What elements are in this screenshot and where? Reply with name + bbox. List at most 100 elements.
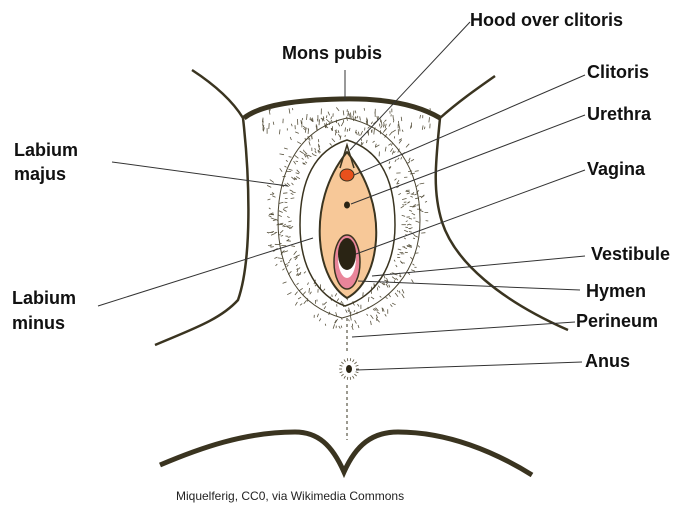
hair-stroke [297, 142, 301, 144]
hair-stroke [280, 223, 284, 224]
hair-stroke [396, 278, 398, 280]
hair-stroke [292, 183, 294, 185]
hair-stroke [340, 365, 343, 366]
hair-stroke [295, 292, 298, 295]
hair-stroke [304, 272, 306, 274]
hair-stroke [419, 196, 422, 197]
hair-stroke [305, 162, 307, 164]
anus-shape [346, 365, 352, 373]
hair-stroke [415, 171, 419, 172]
hair-stroke [371, 297, 374, 299]
hair-stroke [341, 301, 342, 303]
hair-stroke [373, 141, 375, 142]
hair-stroke [410, 126, 411, 129]
hair-stroke [296, 173, 300, 174]
hair-stroke [356, 365, 359, 366]
hair-stroke [302, 118, 303, 120]
hair-stroke [358, 304, 360, 307]
hair-stroke [270, 231, 274, 232]
hair-stroke [406, 221, 408, 222]
label-anus: Anus [585, 350, 630, 372]
hair-stroke [351, 113, 352, 119]
hair-stroke [279, 202, 284, 203]
hair-stroke [289, 258, 291, 261]
hair-stroke [402, 294, 405, 298]
hair-stroke [392, 277, 396, 280]
hair-stroke [335, 130, 336, 136]
hair-stroke [386, 284, 388, 288]
hair-stroke [412, 213, 415, 215]
hair-stroke [279, 211, 283, 213]
hair-stroke [425, 201, 427, 202]
hair-stroke [409, 210, 412, 211]
hair-stroke [353, 116, 354, 121]
hair-stroke [280, 230, 283, 233]
hair-stroke [287, 241, 291, 242]
hair-stroke [406, 144, 409, 148]
hair-stroke [298, 297, 301, 299]
hair-stroke [371, 321, 372, 325]
hair-stroke [402, 130, 403, 132]
hair-stroke [356, 372, 359, 373]
hair-stroke [390, 304, 392, 306]
hair-stroke [304, 150, 305, 152]
hair-stroke [352, 326, 354, 330]
hair-stroke [290, 190, 293, 192]
hair-stroke [323, 289, 325, 291]
hair-stroke [353, 360, 355, 363]
urethra-opening [344, 202, 350, 209]
hair-stroke [274, 257, 277, 258]
hair-stroke [288, 169, 292, 170]
hair-stroke [409, 232, 412, 233]
hair-stroke [376, 318, 377, 321]
hair-stroke [400, 261, 403, 264]
hair-stroke [402, 205, 404, 206]
hair-stroke [429, 117, 430, 122]
hair-stroke [335, 293, 337, 296]
hair-stroke [381, 120, 382, 125]
hair-stroke [286, 160, 288, 162]
hair-stroke [338, 123, 340, 127]
hair-stroke [404, 230, 408, 232]
hair-stroke [308, 155, 312, 157]
hair-stroke [371, 315, 374, 319]
hair-stroke [385, 147, 386, 152]
hair-stroke [358, 132, 359, 136]
hair-stroke [269, 216, 272, 217]
hair-stroke [287, 293, 291, 295]
image-credit: Miquelferig, CC0, via Wikimedia Commons [176, 489, 404, 503]
hair-stroke [347, 117, 348, 121]
hair-stroke [353, 376, 355, 379]
hair-stroke [417, 185, 419, 187]
hair-stroke [340, 372, 343, 373]
hair-stroke [380, 296, 382, 297]
hair-stroke [272, 196, 275, 197]
hair-stroke [291, 246, 295, 247]
hair-stroke [397, 290, 398, 292]
label-labium-majus-line2: majus [14, 163, 66, 185]
hair-stroke [389, 132, 392, 136]
hair-stroke [299, 268, 301, 270]
hair-stroke [382, 308, 383, 312]
hair-stroke [389, 285, 390, 288]
hair-stroke [399, 291, 400, 294]
hair-stroke [350, 377, 351, 380]
hair-stroke [271, 233, 276, 235]
hair-stroke [273, 220, 276, 221]
hair-stroke [409, 218, 412, 219]
hair-stroke [392, 130, 396, 132]
hair-stroke [408, 202, 410, 203]
hair-stroke [284, 207, 288, 209]
hair-stroke [368, 297, 369, 302]
hair-stroke [295, 155, 299, 158]
hair-stroke [278, 258, 283, 259]
hair-stroke [376, 315, 377, 318]
hair-stroke [394, 260, 395, 262]
hair-stroke [386, 298, 388, 299]
hair-stroke [279, 129, 280, 134]
hair-stroke [377, 116, 378, 120]
hair-stroke [287, 217, 289, 218]
hair-stroke [288, 221, 291, 222]
hair-stroke [339, 326, 341, 329]
